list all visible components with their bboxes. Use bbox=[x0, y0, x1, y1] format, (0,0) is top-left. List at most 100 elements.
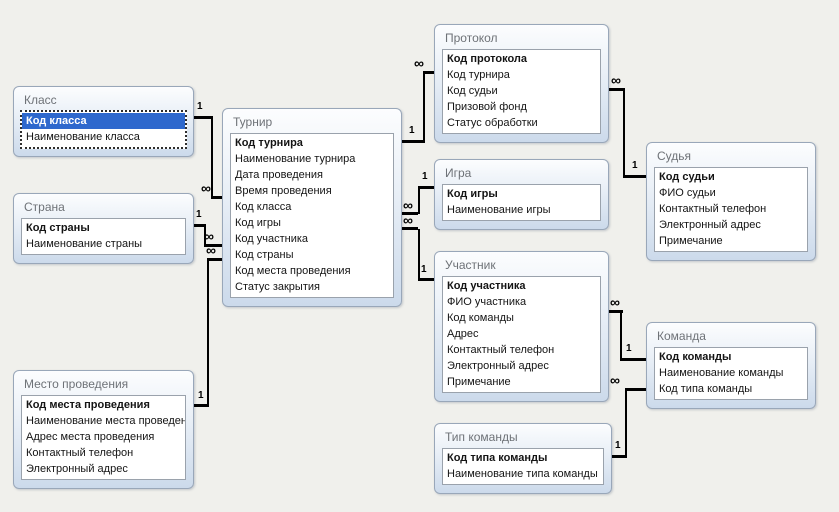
field-row[interactable]: Код страны bbox=[26, 222, 90, 234]
relation-line[interactable] bbox=[623, 88, 625, 177]
relation-line[interactable] bbox=[204, 224, 206, 246]
cardinality-many-label: ∞ bbox=[611, 72, 621, 88]
field-row[interactable]: Код места проведения bbox=[26, 399, 150, 411]
relation-line[interactable] bbox=[402, 212, 418, 215]
relation-line[interactable] bbox=[204, 244, 222, 247]
relation-line[interactable] bbox=[418, 229, 420, 281]
relation-line[interactable] bbox=[418, 278, 434, 281]
cardinality-one-label: 1 bbox=[198, 390, 204, 401]
field-row[interactable]: Код игры bbox=[235, 217, 281, 229]
field-row[interactable]: Статус закрытия bbox=[235, 281, 320, 293]
table-title: Турнир bbox=[233, 115, 273, 129]
field-row[interactable]: Код типа команды bbox=[659, 383, 753, 395]
cardinality-one-label: 1 bbox=[409, 125, 415, 136]
relation-line[interactable] bbox=[402, 227, 418, 230]
field-row[interactable]: Контактный телефон bbox=[26, 447, 134, 459]
field-list: Код типа команды Наименование типа коман… bbox=[442, 448, 604, 485]
table-title: Тип команды bbox=[445, 430, 518, 444]
relation-line[interactable] bbox=[625, 388, 646, 391]
field-row[interactable]: Электронный адрес bbox=[447, 360, 549, 372]
relation-line[interactable] bbox=[211, 196, 222, 199]
field-row[interactable]: Примечание bbox=[659, 235, 723, 247]
field-row[interactable]: Код игры bbox=[447, 188, 498, 200]
field-row[interactable]: Адрес bbox=[447, 328, 479, 340]
field-row[interactable]: Код команды bbox=[447, 312, 514, 324]
field-row[interactable]: Код страны bbox=[235, 249, 294, 261]
relation-line[interactable] bbox=[194, 116, 213, 119]
field-row[interactable]: Призовой фонд bbox=[447, 101, 527, 113]
field-row[interactable]: Наименование класса bbox=[26, 131, 140, 143]
field-list: Код судьи ФИО судьи Контактный телефон Э… bbox=[654, 167, 808, 252]
relation-line[interactable] bbox=[194, 404, 209, 407]
table-title: Страна bbox=[24, 200, 65, 214]
field-row[interactable]: Код участника bbox=[447, 280, 526, 292]
table-sudya[interactable]: Судья Код судьи ФИО судьи Контактный тел… bbox=[646, 142, 816, 261]
relation-line[interactable] bbox=[418, 186, 434, 189]
field-row[interactable]: Контактный телефон bbox=[447, 344, 555, 356]
field-row[interactable]: Наименование турнира bbox=[235, 153, 356, 165]
field-row[interactable]: Наименование места проведения bbox=[26, 415, 185, 427]
relation-line[interactable] bbox=[423, 71, 434, 74]
table-uchastnik[interactable]: Участник Код участника ФИО участника Код… bbox=[434, 251, 609, 402]
field-row[interactable]: Код команды bbox=[659, 351, 732, 363]
field-row[interactable]: Наименование страны bbox=[26, 238, 143, 250]
table-title: Команда bbox=[657, 329, 706, 343]
relation-line[interactable] bbox=[620, 310, 622, 360]
field-row[interactable]: Время проведения bbox=[235, 185, 332, 197]
table-title: Судья bbox=[657, 149, 692, 163]
field-row[interactable]: Код участника bbox=[235, 233, 309, 245]
table-title: Участник bbox=[445, 258, 496, 272]
relation-line[interactable] bbox=[402, 140, 423, 143]
cardinality-many-label: ∞ bbox=[403, 212, 413, 228]
field-list: Код протокола Код турнира Код судьи Приз… bbox=[442, 49, 601, 134]
table-title: Место проведения bbox=[24, 377, 129, 391]
field-row[interactable]: Код судьи bbox=[447, 85, 498, 97]
field-list: Код участника ФИО участника Код команды … bbox=[442, 276, 601, 393]
table-title: Игра bbox=[445, 166, 472, 180]
field-row[interactable]: Электронный адрес bbox=[26, 463, 128, 475]
table-igra[interactable]: Игра Код игры Наименование игры bbox=[434, 159, 609, 230]
field-row[interactable]: Код протокола bbox=[447, 53, 528, 65]
relation-line[interactable] bbox=[194, 224, 206, 227]
field-row[interactable]: Наименование игры bbox=[447, 204, 551, 216]
field-row[interactable]: Код турнира bbox=[235, 137, 303, 149]
table-turnir[interactable]: Турнир Код турнира Наименование турнира … bbox=[222, 108, 402, 307]
relation-line[interactable] bbox=[207, 260, 209, 407]
field-row[interactable]: Статус обработки bbox=[447, 117, 538, 129]
table-komanda[interactable]: Команда Код команды Наименование команды… bbox=[646, 322, 816, 409]
field-row[interactable]: Дата проведения bbox=[235, 169, 323, 181]
field-row[interactable]: ФИО участника bbox=[447, 296, 527, 308]
field-row[interactable]: Наименование команды bbox=[659, 367, 784, 379]
field-row[interactable]: Код класса bbox=[235, 201, 292, 213]
relation-line[interactable] bbox=[620, 358, 646, 361]
table-klass[interactable]: Класс Код класса Наименование класса bbox=[13, 86, 194, 157]
cardinality-one-label: 1 bbox=[632, 160, 638, 171]
field-row[interactable]: Адрес места проведения bbox=[26, 431, 155, 443]
field-row[interactable]: Наименование типа команды bbox=[447, 468, 598, 480]
field-row[interactable]: Контактный телефон bbox=[659, 203, 767, 215]
table-tip-komandy[interactable]: Тип команды Код типа команды Наименовани… bbox=[434, 423, 612, 494]
field-row[interactable]: Примечание bbox=[447, 376, 511, 388]
relation-line[interactable] bbox=[418, 186, 420, 214]
field-row[interactable]: Код места проведения bbox=[235, 265, 351, 277]
relation-line[interactable] bbox=[609, 88, 625, 91]
relation-line[interactable] bbox=[612, 455, 627, 458]
field-row[interactable]: Электронный адрес bbox=[659, 219, 761, 231]
relation-line[interactable] bbox=[625, 388, 627, 458]
table-mesto-provedeniya[interactable]: Место проведения Код места проведения На… bbox=[13, 370, 194, 489]
relation-line[interactable] bbox=[609, 310, 623, 313]
cardinality-one-label: 1 bbox=[422, 171, 428, 182]
relation-line[interactable] bbox=[423, 72, 425, 143]
table-protokol[interactable]: Протокол Код протокола Код турнира Код с… bbox=[434, 24, 609, 143]
field-row[interactable]: Код судьи bbox=[659, 171, 715, 183]
field-row[interactable]: Код типа команды bbox=[447, 452, 548, 464]
table-strana[interactable]: Страна Код страны Наименование страны bbox=[13, 193, 194, 264]
relation-line[interactable] bbox=[207, 258, 222, 261]
field-list: Код команды Наименование команды Код тип… bbox=[654, 347, 808, 400]
cardinality-one-label: 1 bbox=[196, 209, 202, 220]
field-row[interactable]: Код турнира bbox=[447, 69, 510, 81]
field-row[interactable]: Код класса bbox=[22, 113, 185, 129]
field-row[interactable]: ФИО судьи bbox=[659, 187, 716, 199]
relation-line[interactable] bbox=[211, 116, 213, 199]
relation-line[interactable] bbox=[623, 175, 646, 178]
